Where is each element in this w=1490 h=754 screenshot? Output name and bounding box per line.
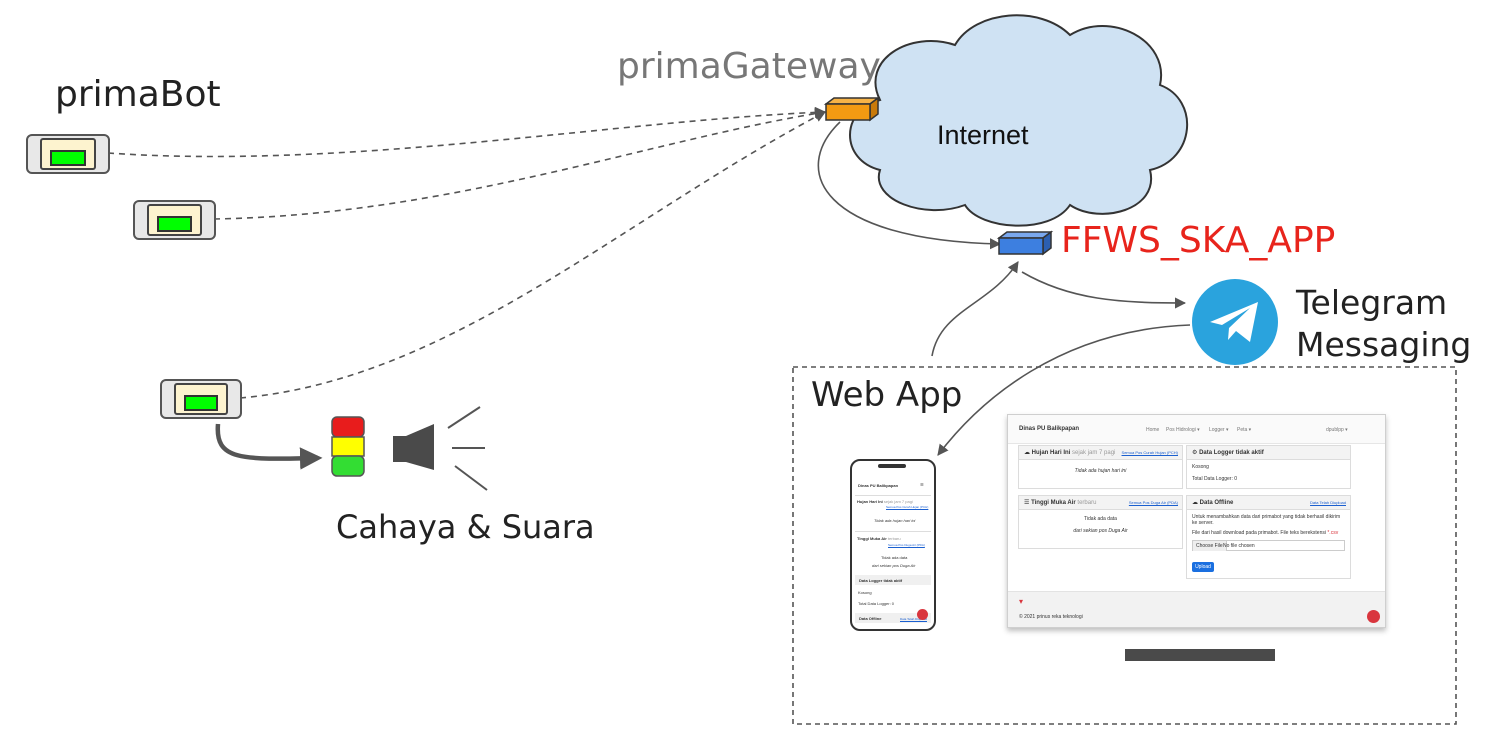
mobile-screenshot: Dinas PU Balikpapan ☰ Hujan Hari Ini sej… xyxy=(850,459,936,631)
card-hujan: ☁ Hujan Hari Ini sejak jam 7 pagi Semua … xyxy=(1018,445,1183,489)
primabot-device-3 xyxy=(160,379,242,419)
card-body-note: dari sekian pos Duga Air xyxy=(1073,528,1128,534)
nav-pos-hidrologi[interactable]: Pos Hidrologi ▾ xyxy=(1166,427,1200,433)
list-icon: ☰ xyxy=(1024,500,1030,506)
link-telegram-mobile xyxy=(937,324,1191,456)
mobile-card4-title: Data Offline xyxy=(859,616,882,621)
nav-peta[interactable]: Peta ▾ xyxy=(1237,427,1252,433)
webapp-container xyxy=(792,366,1457,725)
mobile-card3-total: Total Data Logger: 0 xyxy=(858,601,895,606)
link-bot-alarm xyxy=(215,423,323,470)
primabot-device-2 xyxy=(133,200,216,240)
internet-label: Internet xyxy=(937,120,1029,150)
mobile-card4-link[interactable]: Data Telah Diupload xyxy=(900,617,927,621)
link-app-telegram xyxy=(1021,271,1187,309)
card-title: Data Logger tidak aktif xyxy=(1199,450,1264,456)
app-label: FFWS_SKA_APP xyxy=(1061,220,1336,261)
footer-text: © 2021 prinus reka teknologi xyxy=(1019,614,1083,620)
telegram-label-line1: Telegram xyxy=(1296,283,1448,322)
mobile-card2-title: Tinggi Muka Air terbaru xyxy=(857,536,901,541)
card-body: Tidak ada hujan hari ini xyxy=(1074,468,1127,474)
desktop-screenshot: Dinas PU Balikpapan Home Pos Hidrologi ▾… xyxy=(1007,414,1386,628)
gateway-label: primaGateway xyxy=(617,46,881,87)
card-title: Hujan Hari Ini xyxy=(1031,450,1071,456)
footer-logo-icon: ▾ xyxy=(1019,597,1024,606)
card-body-total: Total Data Logger: 0 xyxy=(1192,476,1238,482)
mobile-card1-title: Hujan Hari Ini sejak jam 7 pagi xyxy=(857,499,913,504)
gear-icon: ⚙ xyxy=(1192,450,1198,456)
menu-icon[interactable]: ☰ xyxy=(920,482,924,487)
desktop-footer: ▾ © 2021 prinus reka teknologi xyxy=(1008,591,1385,627)
nav-user[interactable]: dpublpp ▾ xyxy=(1326,427,1348,433)
choose-file-button[interactable]: Choose File xyxy=(1193,541,1227,551)
phone-speaker xyxy=(878,464,906,468)
file-extension: *.csv xyxy=(1327,530,1339,536)
nav-home[interactable]: Home xyxy=(1146,427,1160,433)
mobile-card2-note: dari sekian pos Duga Air xyxy=(872,563,916,568)
telegram-icon xyxy=(1192,279,1278,365)
app-server-icon xyxy=(996,230,1054,256)
mobile-card1-body: Tidak ada hujan hari ini xyxy=(874,518,916,523)
nav-logger[interactable]: Logger ▾ xyxy=(1209,427,1229,433)
desktop-navbar: Dinas PU Balikpapan Home Pos Hidrologi ▾… xyxy=(1008,415,1385,444)
mobile-card2-body: Tidak ada data xyxy=(881,555,908,560)
card-subtitle: sejak jam 7 pagi xyxy=(1072,450,1116,456)
card-body: Untuk menambahkan data dari primabot yan… xyxy=(1192,514,1341,526)
link-bot2-gateway xyxy=(213,108,827,220)
cloud-off-icon: ☁ xyxy=(1192,500,1198,506)
mobile-card3-body: Kosong xyxy=(858,590,872,595)
link-webapp-app xyxy=(931,261,1019,357)
card-logger: ⚙ Data Logger tidak aktif Kosong Total D… xyxy=(1186,445,1351,489)
file-input[interactable]: Choose File No file chosen xyxy=(1192,540,1345,551)
webapp-label: Web App xyxy=(811,375,963,415)
internet-cloud xyxy=(849,14,1189,227)
card-offline: ☁ Data Offline Data Telah Diupload Untuk… xyxy=(1186,495,1351,579)
desktop-brand[interactable]: Dinas PU Balikpapan xyxy=(1019,426,1080,432)
file-note-text: File dari hasil download pada primabot. … xyxy=(1192,530,1326,536)
mobile-card2-link[interactable]: Semua Pos Duga Air (PDA) xyxy=(888,543,925,547)
card-title: Data Offline xyxy=(1199,500,1234,506)
card-subtitle: terbaru xyxy=(1077,500,1097,506)
cloud-icon: ☁ xyxy=(1024,450,1030,456)
speaker-icon xyxy=(393,406,488,491)
mobile-card3-title: Data Logger tidak aktif xyxy=(859,578,903,583)
file-status: No file chosen xyxy=(1223,543,1255,549)
mobile-brand[interactable]: Dinas PU Balikpapan xyxy=(858,483,899,488)
card-tma: ☰ Tinggi Muka Air terbaru Semua Pos Duga… xyxy=(1018,495,1183,549)
primabot-label: primaBot xyxy=(55,74,221,115)
help-fab-button[interactable] xyxy=(1367,610,1380,623)
card-link[interactable]: Data Telah Diupload xyxy=(1310,500,1346,505)
card-link[interactable]: Semua Pos Curah Hujan (PCH) xyxy=(1121,450,1178,455)
link-bot1-gateway xyxy=(107,106,827,158)
card-title: Tinggi Muka Air xyxy=(1031,500,1076,506)
light-tower-icon xyxy=(331,416,365,477)
card-body: Kosong xyxy=(1192,464,1209,470)
gateway-device-icon xyxy=(823,96,881,122)
card-body: Tidak ada data xyxy=(1084,516,1117,522)
alarm-label: Cahaya & Suara xyxy=(336,508,595,546)
mobile-help-fab-button[interactable] xyxy=(917,609,928,620)
link-gateway-app xyxy=(817,121,1002,250)
status-led-icon xyxy=(50,150,86,166)
status-led-icon xyxy=(184,395,218,411)
upload-button[interactable]: Upload xyxy=(1192,562,1214,572)
link-bot3-gateway xyxy=(239,111,826,399)
monitor-stand xyxy=(1125,649,1275,661)
primabot-device-1 xyxy=(26,134,110,174)
status-led-icon xyxy=(157,216,192,232)
card-body-file-note: File dari hasil download pada primabot. … xyxy=(1192,530,1345,536)
telegram-label-line2: Messaging xyxy=(1296,325,1472,364)
mobile-card1-link[interactable]: Semua Pos Curah Hujan (PCH) xyxy=(886,505,929,509)
card-link[interactable]: Semua Pos Duga Air (PDA) xyxy=(1128,500,1178,505)
